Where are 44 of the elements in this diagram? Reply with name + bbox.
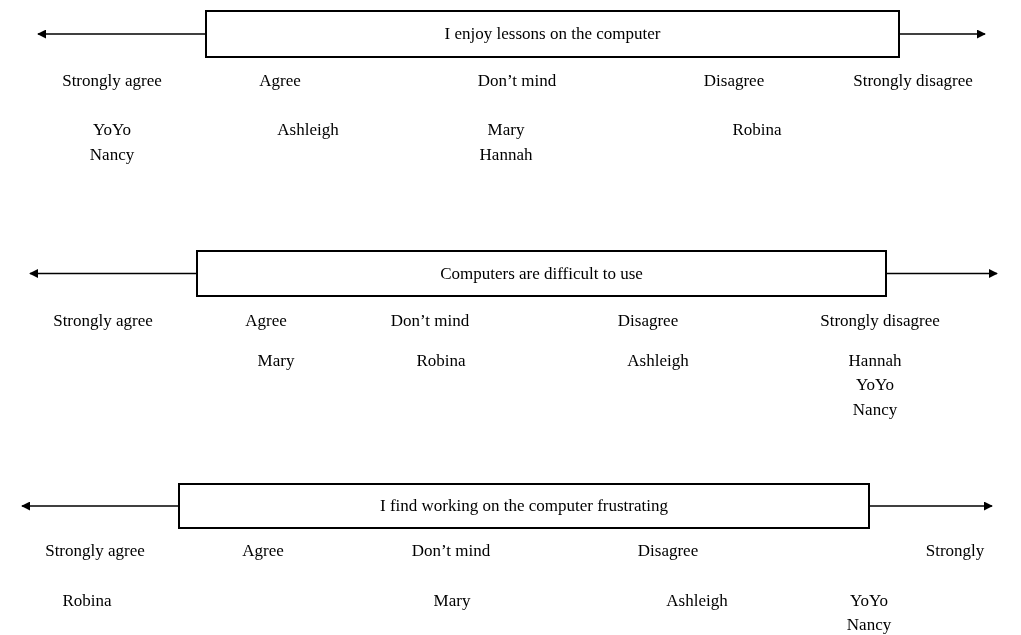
scale-label: Disagree xyxy=(637,541,699,561)
scale-label: Don’t mind xyxy=(390,311,470,331)
arrow xyxy=(37,29,206,39)
statement-box xyxy=(205,10,900,58)
arrow xyxy=(869,501,993,511)
scale-label: Strongly agree xyxy=(45,541,145,561)
name-label: Robina xyxy=(416,351,466,371)
arrow xyxy=(886,269,998,278)
scale-label: Agree xyxy=(259,71,301,91)
scale-label: Strongly disagree xyxy=(820,311,940,331)
statement-text: I find working on the computer frustrating xyxy=(380,496,668,516)
scale-label: Strongly xyxy=(925,541,985,561)
scale-label: Agree xyxy=(242,541,284,561)
scale-label: Disagree xyxy=(617,311,679,331)
name-label: Nancy xyxy=(846,615,892,635)
name-label: Nancy xyxy=(89,145,135,165)
scale-label: Strongly disagree xyxy=(853,71,973,91)
statement-box xyxy=(178,483,870,529)
name-label: Robina xyxy=(732,120,782,140)
scale-label: Strongly agree xyxy=(53,311,153,331)
statement-text: I enjoy lessons on the computer xyxy=(444,24,661,44)
name-label: Ashleigh xyxy=(666,591,728,611)
arrow xyxy=(21,501,179,511)
name-label: YoYo xyxy=(849,591,889,611)
scale-label: Strongly agree xyxy=(62,71,162,91)
arrow xyxy=(29,269,197,278)
name-label: Hannah xyxy=(479,145,533,165)
arrow xyxy=(899,29,986,39)
name-label: Mary xyxy=(487,120,525,140)
name-label: Nancy xyxy=(852,400,898,420)
name-label: Hannah xyxy=(848,351,902,371)
statement-text: Computers are difficult to use xyxy=(440,263,643,284)
name-label: Robina xyxy=(62,591,112,611)
name-label: Mary xyxy=(257,351,295,371)
scale-label: Don’t mind xyxy=(411,541,491,561)
name-label: YoYo xyxy=(855,375,895,395)
scale-label: Disagree xyxy=(703,71,765,91)
statement-box xyxy=(196,250,887,297)
scale-label: Agree xyxy=(245,311,287,331)
name-label: Mary xyxy=(433,591,471,611)
name-label: YoYo xyxy=(92,120,132,140)
scale-label: Don’t mind xyxy=(477,71,557,91)
name-label: Ashleigh xyxy=(627,351,689,371)
name-label: Ashleigh xyxy=(277,120,339,140)
